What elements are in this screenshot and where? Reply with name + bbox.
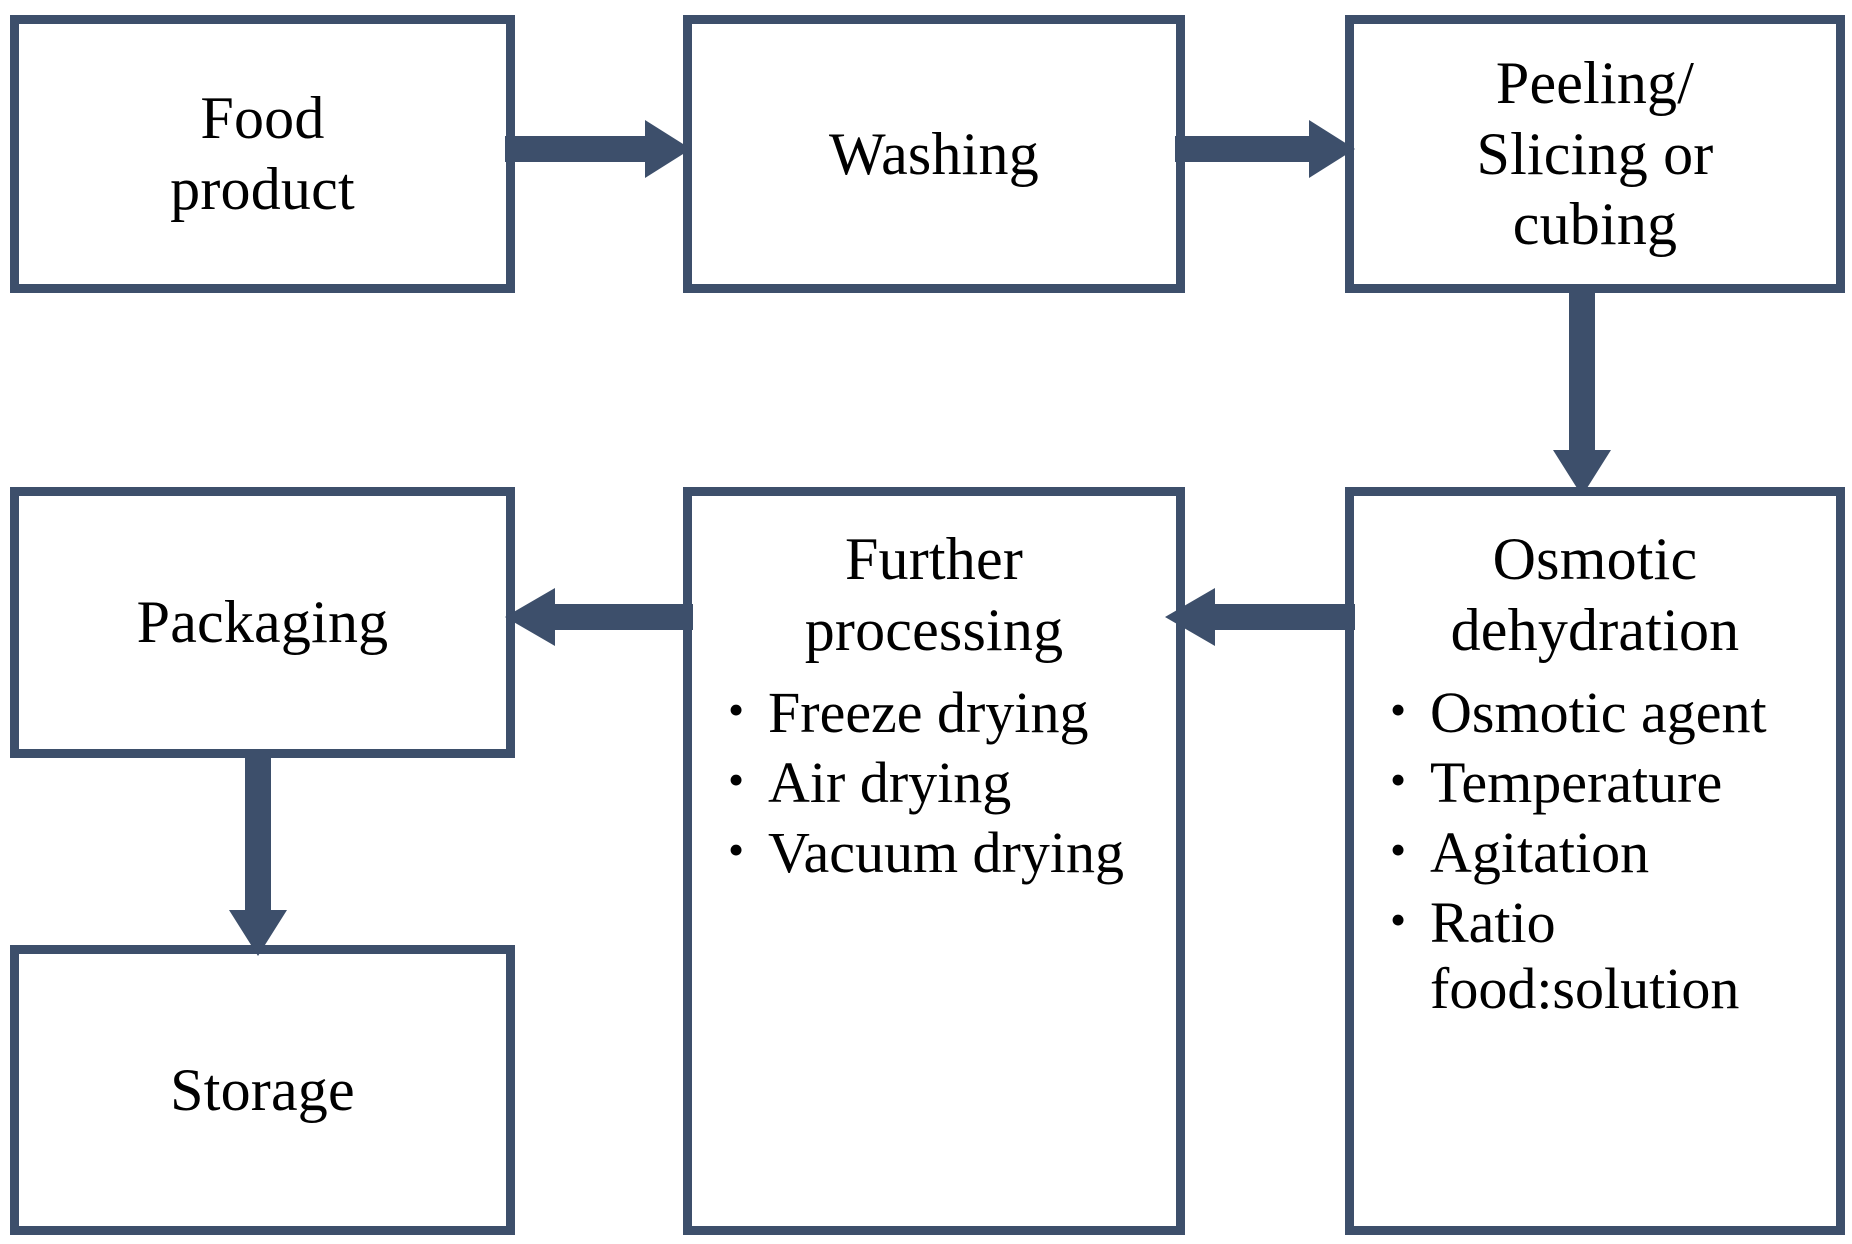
node-packaging-label: Packaging — [136, 589, 389, 656]
bullet-dot-icon: • — [1389, 683, 1407, 735]
node-packaging[interactable]: Packaging — [10, 487, 515, 758]
bullet-dot-icon: • — [727, 683, 745, 735]
list-item: • Air drying — [704, 750, 1188, 816]
list-item: • Vacuum drying — [704, 820, 1188, 886]
arrow-further-processing-to-packaging — [505, 586, 693, 648]
arrow-packaging-to-storage — [227, 750, 289, 956]
bullet-dot-icon: • — [1389, 823, 1407, 875]
list-item: • Agitation — [1366, 820, 1848, 886]
arrow-washing-to-peeling — [1175, 118, 1355, 180]
list-item-label: Agitation — [1430, 819, 1650, 885]
node-peeling-slicing-cubing[interactable]: Peeling/ Slicing or cubing — [1345, 15, 1845, 293]
further-processing-bullet-list: • Freeze drying • Air drying • Vacuum dr… — [680, 680, 1188, 890]
arrow-peeling-to-osmotic-dehydration — [1551, 284, 1613, 496]
arrow-osmotic-dehydration-to-further-processing — [1165, 586, 1355, 648]
list-item: • Freeze drying — [704, 680, 1188, 746]
bullet-dot-icon: • — [727, 753, 745, 805]
node-food-product[interactable]: Food product — [10, 15, 515, 293]
node-further-processing[interactable]: Further processing • Freeze drying • Air… — [683, 487, 1185, 1235]
list-item-label: Vacuum drying — [768, 819, 1124, 885]
list-item: • Osmotic agent — [1366, 680, 1848, 746]
list-item-label: Freeze drying — [768, 679, 1089, 745]
list-item: • Ratio food:solution — [1366, 890, 1848, 1022]
bullet-dot-icon: • — [727, 823, 745, 875]
bullet-dot-icon: • — [1389, 893, 1407, 945]
node-food-product-label: Food product — [170, 85, 355, 222]
list-item-label: Ratio food:solution — [1430, 889, 1740, 1022]
list-item: • Temperature — [1366, 750, 1848, 816]
node-washing-label: Washing — [829, 120, 1039, 187]
list-item-label: Air drying — [768, 749, 1012, 815]
node-osmotic-dehydration-label: Osmotic dehydration — [1450, 526, 1740, 663]
osmotic-dehydration-bullet-list: • Osmotic agent • Temperature • Agitatio… — [1342, 680, 1848, 1027]
list-item-label: Temperature — [1430, 749, 1723, 815]
node-peeling-label: Peeling/ Slicing or cubing — [1476, 49, 1714, 258]
list-item-label: Osmotic agent — [1430, 679, 1767, 745]
node-washing[interactable]: Washing — [683, 15, 1185, 293]
node-further-processing-label: Further processing — [804, 526, 1064, 663]
node-storage[interactable]: Storage — [10, 945, 515, 1235]
node-storage-label: Storage — [170, 1056, 355, 1123]
arrow-food-product-to-washing — [505, 118, 691, 180]
node-osmotic-dehydration[interactable]: Osmotic dehydration • Osmotic agent • Te… — [1345, 487, 1845, 1235]
bullet-dot-icon: • — [1389, 753, 1407, 805]
